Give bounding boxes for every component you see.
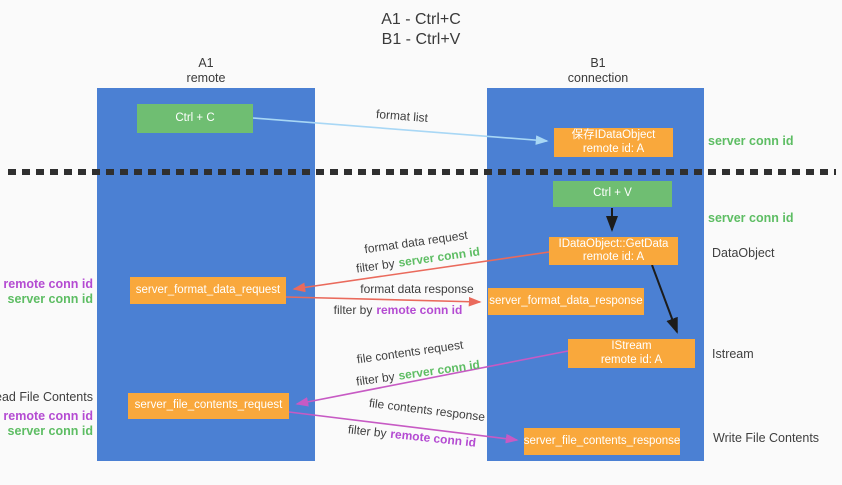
ctrl-v-label: Ctrl + V <box>593 187 632 200</box>
filter-by-text: filter by <box>333 303 373 317</box>
istream-box: IStream remote id: A <box>568 339 695 368</box>
file-contents-request-arrow <box>295 350 569 407</box>
label-server-conn-id-right-1: server conn id <box>708 134 794 148</box>
server-format-data-response-box: server_format_data_response <box>488 288 644 315</box>
label-dataobject: DataObject <box>712 246 775 260</box>
format-data-request-arrow <box>292 251 550 293</box>
save-dataobject-box: 保存IDataObject remote id: A <box>554 128 673 157</box>
title-line-2: B1 - Ctrl+V <box>381 31 461 48</box>
format-list-arrow <box>252 117 549 145</box>
server-file-contents-response-box: server_file_contents_response <box>524 428 680 455</box>
lane-a1-subtitle: remote <box>186 71 226 85</box>
ctrl-v-box: Ctrl + V <box>553 181 672 207</box>
lane-a1-name: A1 <box>198 56 214 70</box>
ctrl-c-label: Ctrl + C <box>175 111 215 124</box>
label-server-conn-id-right-2: server conn id <box>708 211 794 225</box>
diagram-title: A1 - Ctrl+C B1 - Ctrl+V <box>0 10 842 50</box>
label-conn-ids-file: remote conn id server conn id <box>3 409 93 439</box>
server-file-contents-request-label: server_file_contents_request <box>134 399 283 412</box>
lane-header-a1: A1 remote <box>146 56 266 86</box>
label-format-data-response: format data response <box>360 282 474 296</box>
getdata-box: IDataObject::GetData remote id: A <box>549 237 678 265</box>
remote-conn-id-text: remote conn id <box>3 409 93 423</box>
file-contents-response-arrow <box>288 411 519 444</box>
save-dataobject-line2: remote id: A <box>582 142 645 155</box>
remote-conn-id-text: remote conn id <box>376 303 463 317</box>
ctrl-c-box: Ctrl + C <box>137 104 253 133</box>
server-conn-id-text: server conn id <box>7 424 93 438</box>
server-conn-id-text: server conn id <box>7 292 93 306</box>
label-istream: Istream <box>712 347 754 361</box>
istream-line2: remote id: A <box>600 353 663 366</box>
server-format-data-request-label: server_format_data_request <box>135 283 281 296</box>
label-conn-ids-format: remote conn id server conn id <box>3 277 93 307</box>
title-line-1: A1 - Ctrl+C <box>381 11 461 28</box>
getdata-to-istream-arrow <box>651 264 678 334</box>
format-data-response-arrow <box>285 296 482 307</box>
remote-conn-id-text: remote conn id <box>3 277 93 291</box>
label-read-file-contents: Read File Contents <box>0 390 93 404</box>
server-file-contents-request-box: server_file_contents_request <box>128 393 289 419</box>
save-dataobject-line1: 保存IDataObject <box>571 129 656 141</box>
istream-line1: IStream <box>611 340 652 352</box>
lane-b1-subtitle: connection <box>567 71 629 85</box>
getdata-line1: IDataObject::GetData <box>558 237 669 250</box>
getdata-line2: remote id: A <box>582 251 645 263</box>
lane-b1-name: B1 <box>590 56 606 70</box>
server-file-contents-response-label: server_file_contents_response <box>523 434 681 447</box>
label-write-file-contents: Write File Contents <box>713 431 820 445</box>
server-format-data-response-label: server_format_data_response <box>489 294 643 307</box>
lane-header-b1: B1 connection <box>538 56 658 86</box>
server-format-data-request-box: server_format_data_request <box>130 277 286 304</box>
